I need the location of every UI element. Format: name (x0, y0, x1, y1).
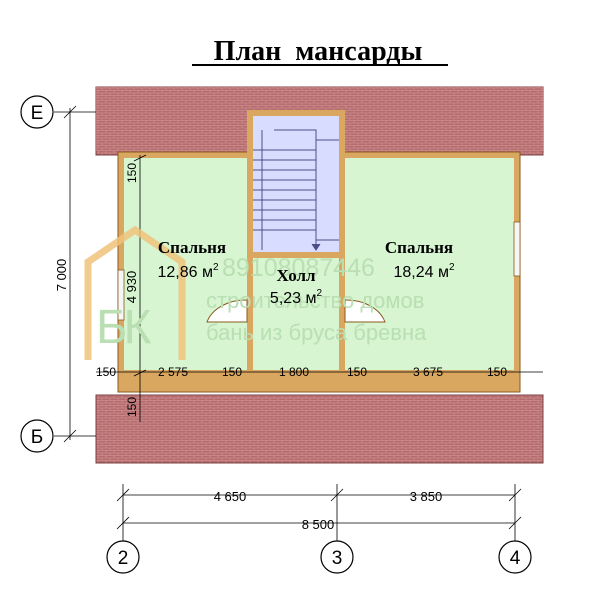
room-right-area-value: 18,24 м (393, 264, 448, 281)
dim-height-total: 7 000 (54, 259, 69, 292)
axis-bubble-4 (498, 540, 532, 574)
hall-area-sup: 2 (317, 288, 323, 299)
roof-bottom (95, 394, 544, 464)
axis-label-b: Б (31, 427, 43, 448)
dim-horizontal-lines (116, 484, 522, 545)
stairs (253, 116, 339, 252)
dim-row-0: 150 (96, 365, 116, 379)
dim-row-5: 3 675 (413, 365, 443, 379)
dim-row-3: 1 800 (279, 365, 309, 379)
dim-bottom-wall: 150 (125, 397, 139, 417)
dim-span-left: 4 650 (214, 489, 247, 504)
axis-bubble-e (20, 95, 54, 129)
window-left (117, 269, 125, 321)
room-left-name: Спальня (158, 238, 226, 257)
room-left-area-sup: 2 (213, 262, 219, 273)
axis-label-3: 3 (332, 548, 343, 569)
dim-tick (63, 105, 77, 119)
dim-row-6: 150 (487, 365, 507, 379)
room-right-name: Спальня (385, 238, 453, 257)
axis-bubble-2 (106, 540, 140, 574)
door-swing-left (206, 299, 248, 323)
dim-tick (133, 154, 147, 162)
watermark-logo (84, 225, 186, 360)
dim-row-1: 2 575 (158, 365, 188, 379)
dim-tick (63, 429, 77, 443)
stair-treads (253, 129, 339, 251)
dim-row-2: 150 (222, 365, 242, 379)
dim-span-total: 8 500 (302, 517, 335, 532)
watermark-line1: строительство домов (206, 288, 424, 313)
dim-span-right: 3 850 (410, 489, 443, 504)
room-left-area: 12,86 м2 (157, 262, 218, 281)
plan-title: План мансарды (214, 36, 423, 67)
room-left-area-value: 12,86 м (157, 264, 212, 281)
partition-left (247, 258, 253, 370)
axis-bubble-b (20, 419, 54, 453)
hall-area-value: 5,23 м (270, 290, 317, 307)
axis-label-2: 2 (118, 548, 129, 569)
room-right-area: 18,24 м2 (393, 262, 454, 281)
watermark-phone: 89108087446 (222, 254, 375, 282)
watermark-logo-letters: БК (96, 301, 152, 354)
dim-row-4: 150 (347, 365, 367, 379)
dim-top-wall: 150 (125, 163, 139, 183)
room-right-area-sup: 2 (449, 262, 455, 273)
room-right (345, 158, 514, 370)
hall-name: Холл (276, 266, 316, 285)
axis-label-e: Е (31, 103, 44, 124)
axis-label-4: 4 (510, 548, 521, 569)
axis-bubble-3 (320, 540, 354, 574)
partition-right (339, 258, 345, 370)
dim-inner-height: 4 930 (124, 271, 139, 304)
watermark-line2: бань из бруса бревна (206, 320, 427, 345)
door-swing-right (344, 299, 386, 323)
hall-area: 5,23 м2 (270, 288, 323, 307)
window-right (513, 221, 521, 277)
dim-tick (133, 369, 147, 377)
